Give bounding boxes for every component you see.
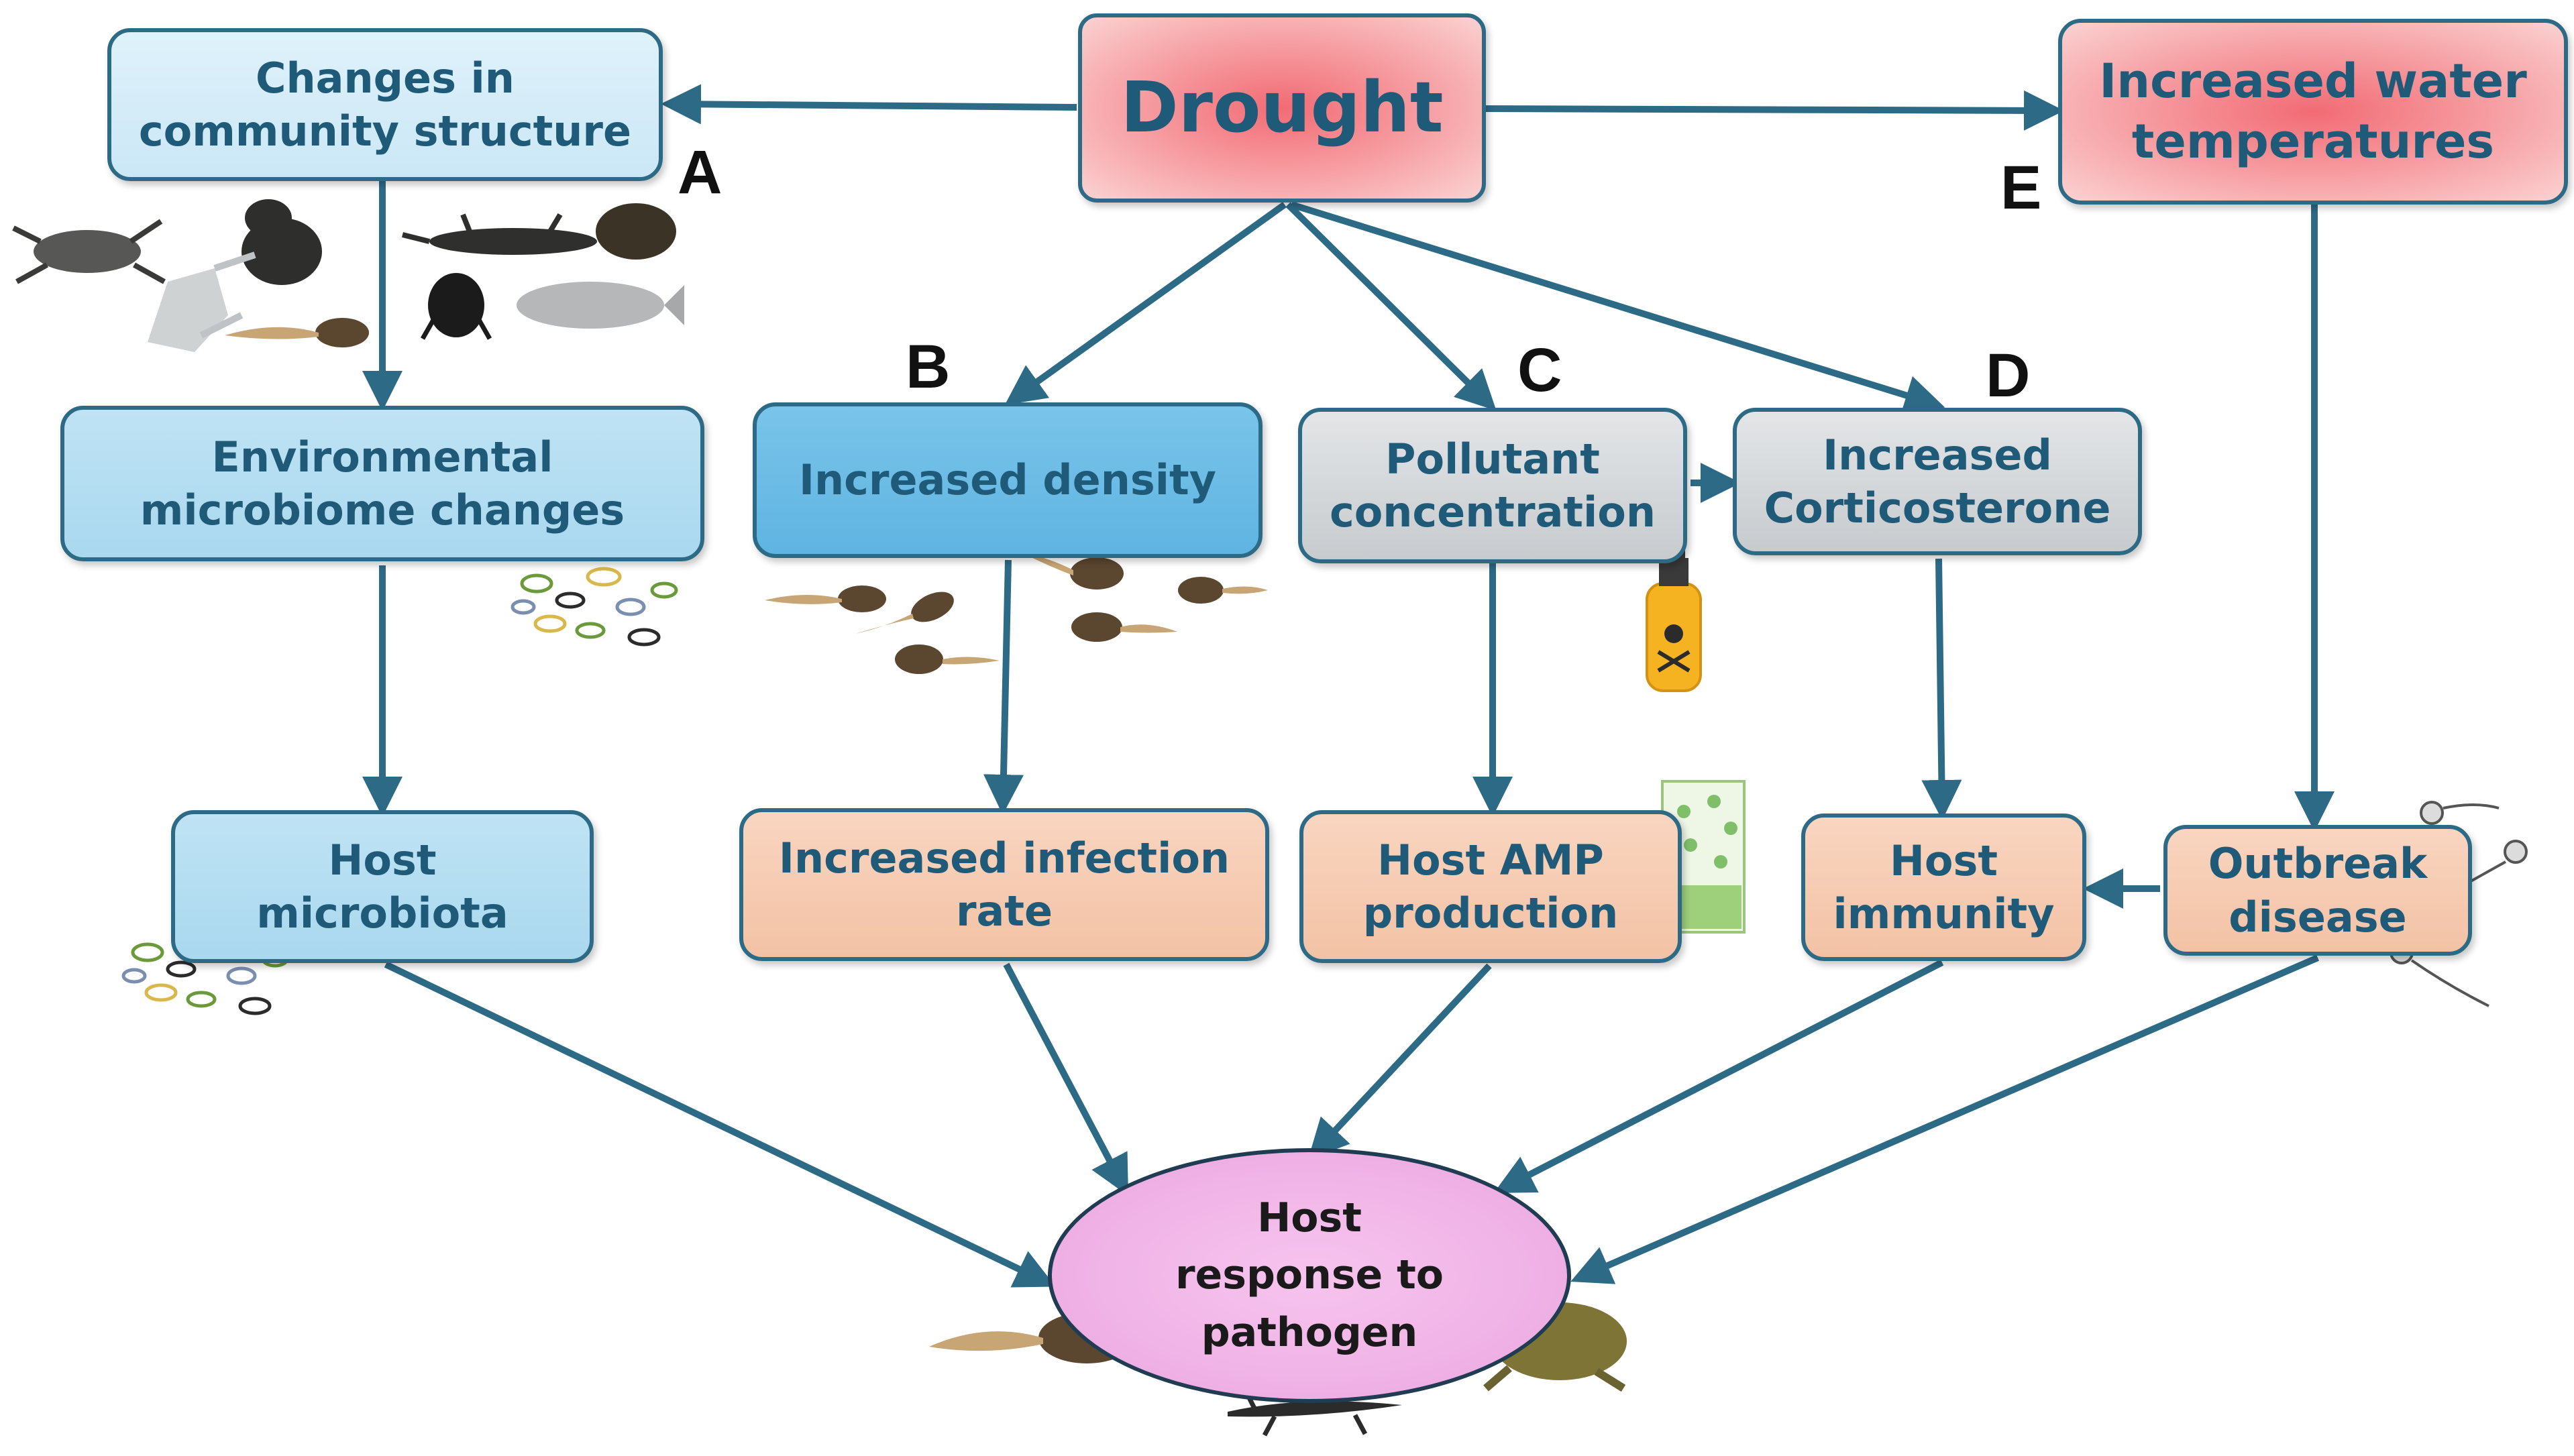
arrow-outbreak-to-response <box>1570 954 2319 1284</box>
host-immunity-node: Host immunity <box>1801 814 2086 961</box>
panel-letter-b: B <box>906 333 951 401</box>
amphibian-silhouettes-icon <box>12 199 684 352</box>
host-microbiota-label: Host microbiota <box>256 835 508 938</box>
arrow-immunity-to-response <box>1493 959 1944 1193</box>
panel-letter-d: D <box>1986 341 2031 410</box>
host-immunity-label: Host immunity <box>1833 836 2055 938</box>
host-response-node: Host response to pathogen <box>1048 1148 1571 1403</box>
arrow-corticosterone-to-immunity <box>1921 558 1962 820</box>
water-temperature-node: Increased water temperatures <box>2058 19 2568 205</box>
amp-production-node: Host AMP production <box>1299 810 1682 963</box>
outbreak-disease-label: Outbreak disease <box>2208 839 2428 942</box>
amp-production-label: Host AMP production <box>1362 835 1619 938</box>
water-temperature-label: Increased water temperatures <box>2099 53 2527 169</box>
pollutant-concentration-label: Pollutant concentration <box>1329 434 1656 537</box>
arrow-drought-to-corticosterone <box>1290 201 1945 415</box>
drought-node: Drought <box>1078 13 1486 203</box>
outbreak-disease-node: Outbreak disease <box>2163 825 2472 956</box>
arrow-drought-to-pollutant <box>1285 202 1497 411</box>
corticosterone-label: Increased Corticosterone <box>1764 430 2111 533</box>
panel-letter-e: E <box>2000 154 2042 222</box>
arrow-amp-to-response <box>1307 963 1492 1160</box>
environmental-microbiome-node: Environmental microbiome changes <box>60 406 704 561</box>
increased-density-label: Increased density <box>798 455 1217 505</box>
arrow-drought-to-community <box>661 84 1077 125</box>
arrow-drought-to-density <box>1004 201 1287 405</box>
panel-letter-a: A <box>678 138 722 207</box>
arrow-microbiota-to-response <box>384 961 1056 1288</box>
environmental-microbiome-label: Environmental microbiome changes <box>140 432 625 535</box>
host-response-label: Host response to pathogen <box>1175 1194 1444 1356</box>
host-microbiota-node: Host microbiota <box>171 810 594 963</box>
infection-rate-label: Increased infection rate <box>778 833 1230 936</box>
arrow-drought-to-temperature <box>1485 90 2064 131</box>
pollutant-concentration-node: Pollutant concentration <box>1298 408 1687 563</box>
increased-density-node: Increased density <box>753 402 1263 558</box>
infection-rate-node: Increased infection rate <box>739 808 1269 961</box>
arrow-infection-to-response <box>1003 962 1128 1196</box>
corticosterone-node: Increased Corticosterone <box>1733 408 2142 555</box>
community-structure-label: Changes in community structure <box>138 53 632 156</box>
panel-letter-c: C <box>1517 336 1562 404</box>
community-structure-node: Changes in community structure <box>107 28 663 181</box>
arrow-density-to-infection <box>983 559 1024 815</box>
drought-label: Drought <box>1120 66 1444 149</box>
